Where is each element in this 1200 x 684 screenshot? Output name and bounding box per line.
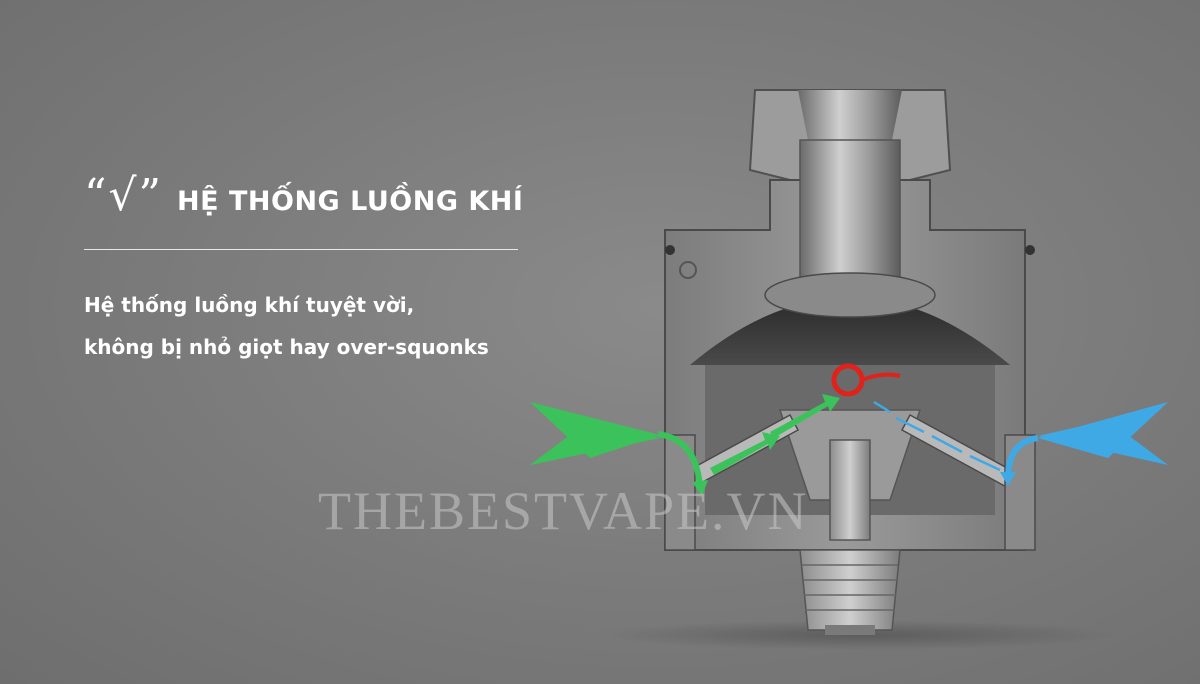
center-post: [829, 439, 871, 541]
section-title: HỆ THỐNG LUỒNG KHÍ: [177, 186, 524, 217]
left-airflow-arrow-icon: [530, 394, 840, 496]
o-ring-left: [665, 245, 675, 255]
description: Hệ thống luồng khí tuyệt vời, không bị n…: [84, 284, 489, 368]
drip-tip-bore: [798, 90, 902, 150]
heading-divider: [84, 249, 518, 250]
coil-marker-icon: [831, 363, 901, 397]
description-line-2: không bị nhỏ giọt hay over-squonks: [84, 335, 489, 359]
atomizer-dome: [690, 297, 1010, 365]
section-heading: “√” HỆ THỐNG LUỒNG KHÍ: [84, 170, 523, 221]
right-wall: [1004, 434, 1036, 551]
thread-lines: [802, 564, 898, 611]
positive-pin: [825, 625, 875, 635]
description-line-1: Hệ thống luồng khí tuyệt vời,: [84, 293, 415, 317]
left-wall: [664, 434, 696, 551]
watermark: THEBESTVAPE.VN: [318, 481, 809, 541]
rda-cross-section-illustration: [530, 89, 1168, 635]
chimney-base: [764, 272, 936, 318]
threaded-connector: [799, 549, 901, 631]
o-ring-right: [1025, 245, 1035, 255]
check-mark-symbol: “√”: [84, 170, 164, 221]
screw-icon: [679, 261, 697, 279]
right-airflow-arrow-icon: [873, 400, 1168, 486]
